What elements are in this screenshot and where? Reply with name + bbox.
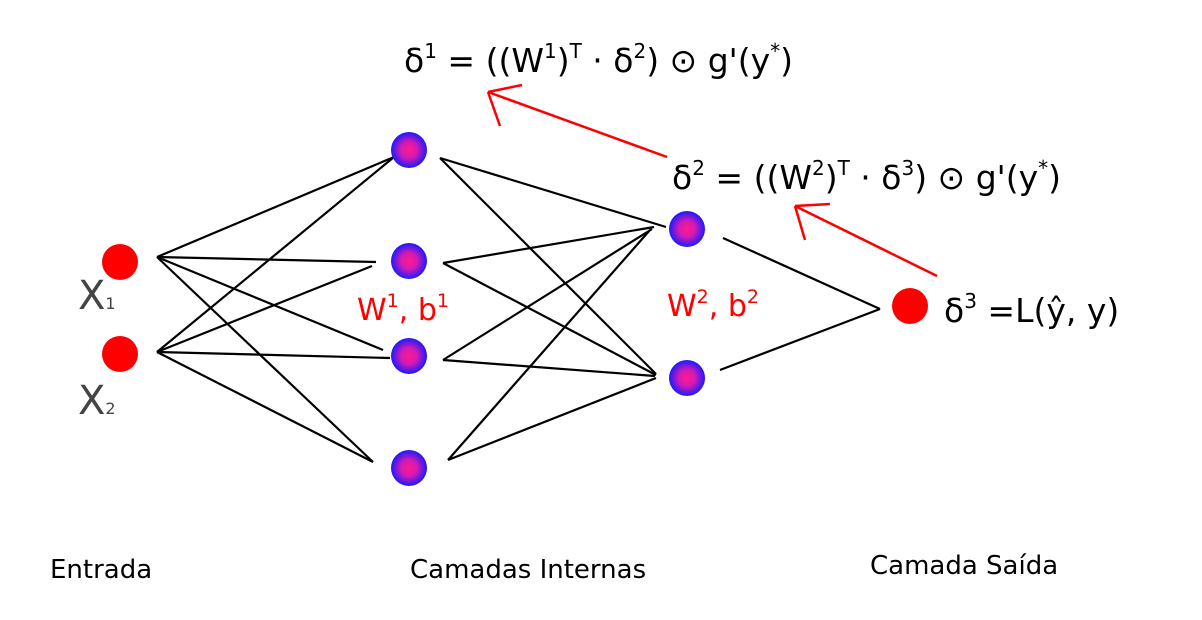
w1-main: W	[357, 293, 387, 328]
weights-label-layer1: W1, b1	[357, 290, 449, 328]
edge	[156, 255, 377, 264]
hidden1-node-1	[391, 132, 427, 168]
edge	[442, 358, 656, 378]
input-node-2	[102, 336, 138, 372]
edge	[447, 229, 651, 461]
edge	[442, 262, 657, 376]
edge	[156, 156, 395, 353]
edge	[156, 255, 384, 352]
backprop-arrow-delta2	[486, 83, 668, 159]
edge	[722, 236, 881, 311]
edge	[156, 256, 374, 463]
edge	[156, 264, 373, 354]
layer-caption-output: Camada Saída	[870, 551, 1058, 581]
edge	[442, 228, 653, 361]
w1-sep: ,	[399, 293, 418, 328]
w2-sep: ,	[709, 289, 728, 324]
b1-sup: 1	[437, 290, 449, 312]
hidden1-node-3	[391, 338, 427, 374]
input-label-x1: X1	[78, 273, 116, 319]
layer-caption-input: Entrada	[50, 555, 152, 585]
edge	[156, 350, 391, 360]
b1-main: b	[418, 293, 437, 328]
x2-sub: 2	[105, 399, 115, 418]
equation-delta3: δ3 =L(ŷ, y)	[944, 289, 1119, 330]
edge	[439, 156, 667, 229]
output-node	[892, 288, 928, 324]
edge	[442, 225, 655, 265]
edges-input-to-hidden1	[156, 155, 395, 463]
input-label-x2: X2	[78, 378, 116, 424]
x1-main: X	[78, 273, 105, 319]
w2-main: W	[667, 289, 697, 324]
hidden2-node-2	[669, 360, 705, 396]
layer-caption-hidden: Camadas Internas	[410, 555, 646, 585]
hidden1-node-2	[391, 243, 427, 279]
edges-hidden1-to-hidden2	[439, 156, 667, 462]
hidden2-node-1	[669, 211, 705, 247]
edge	[156, 155, 395, 259]
edge	[719, 307, 881, 372]
edge	[156, 351, 374, 463]
equation-delta1: δ1 = ((W1)T · δ2) ⊙ g'(y*)	[404, 39, 793, 80]
equation-delta2: δ2 = ((W2)T · δ3) ⊙ g'(y*)	[672, 156, 1061, 197]
edge	[447, 376, 657, 462]
w1-sup: 1	[387, 290, 399, 312]
hidden1-node-4	[391, 450, 427, 486]
backprop-arrow-delta3	[793, 202, 938, 278]
weights-label-layer2: W2, b2	[667, 286, 759, 324]
x2-main: X	[78, 378, 105, 424]
b2-sup: 2	[747, 286, 759, 308]
x1-sub: 1	[105, 294, 115, 313]
input-node-1	[102, 244, 138, 280]
b2-main: b	[728, 289, 747, 324]
edges-hidden2-to-output	[719, 236, 881, 372]
edge	[439, 157, 657, 375]
w2-sup: 2	[697, 286, 709, 308]
